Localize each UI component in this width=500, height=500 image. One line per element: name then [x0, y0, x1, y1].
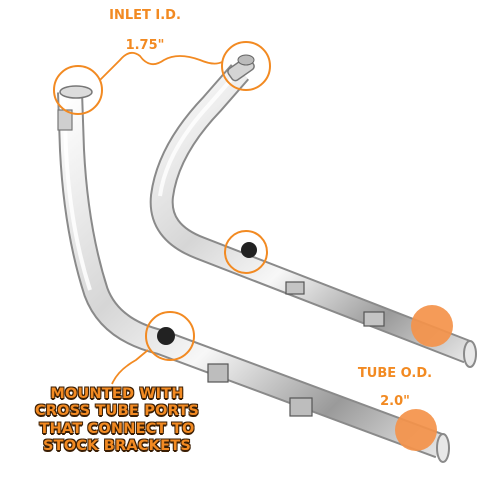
rear-exhaust-pipe [149, 54, 477, 368]
inlet-id-value: 1.75" [125, 37, 165, 53]
inlet-id-title: INLET I.D. [109, 8, 181, 23]
front-tube-od-marker [395, 409, 437, 451]
mounting-info-label: MOUNTED WITH CROSS TUBE PORTS THAT CONNE… [6, 386, 228, 456]
rear-bracket-tab-2 [363, 311, 385, 327]
front-cross-tube-port [157, 327, 175, 345]
front-port-callout-circle [145, 311, 195, 361]
mounting-line-1: MOUNTED WITH [50, 386, 184, 402]
inlet-callout-circle-right [221, 41, 271, 91]
front-bracket-tab-2 [289, 397, 313, 417]
rear-tube-od-marker [411, 305, 453, 347]
tube-od-title: TUBE O.D. [357, 366, 433, 381]
inlet-callout-circle-left [53, 65, 103, 115]
rear-port-callout-circle [224, 230, 268, 274]
mounting-line-4: STOCK BRACKETS [43, 438, 191, 455]
mounting-line-2: CROSS TUBE PORTS [34, 403, 200, 420]
front-bracket-tab [207, 363, 229, 383]
front-exhaust-pipe [57, 85, 450, 463]
inlet-connector-line [99, 51, 223, 81]
rear-cross-tube-port [241, 242, 257, 258]
rear-bracket-tab [285, 281, 305, 295]
mounting-line-3: THAT CONNECT TO [39, 420, 195, 437]
mount-connector-line [111, 349, 149, 385]
tube-od-label: TUBE O.D. 2.0" [340, 366, 450, 409]
rear-inlet-flange [227, 54, 255, 82]
tube-od-value: 2.0" [380, 393, 410, 409]
inlet-id-label: INLET I.D. 1.75" [100, 8, 190, 53]
